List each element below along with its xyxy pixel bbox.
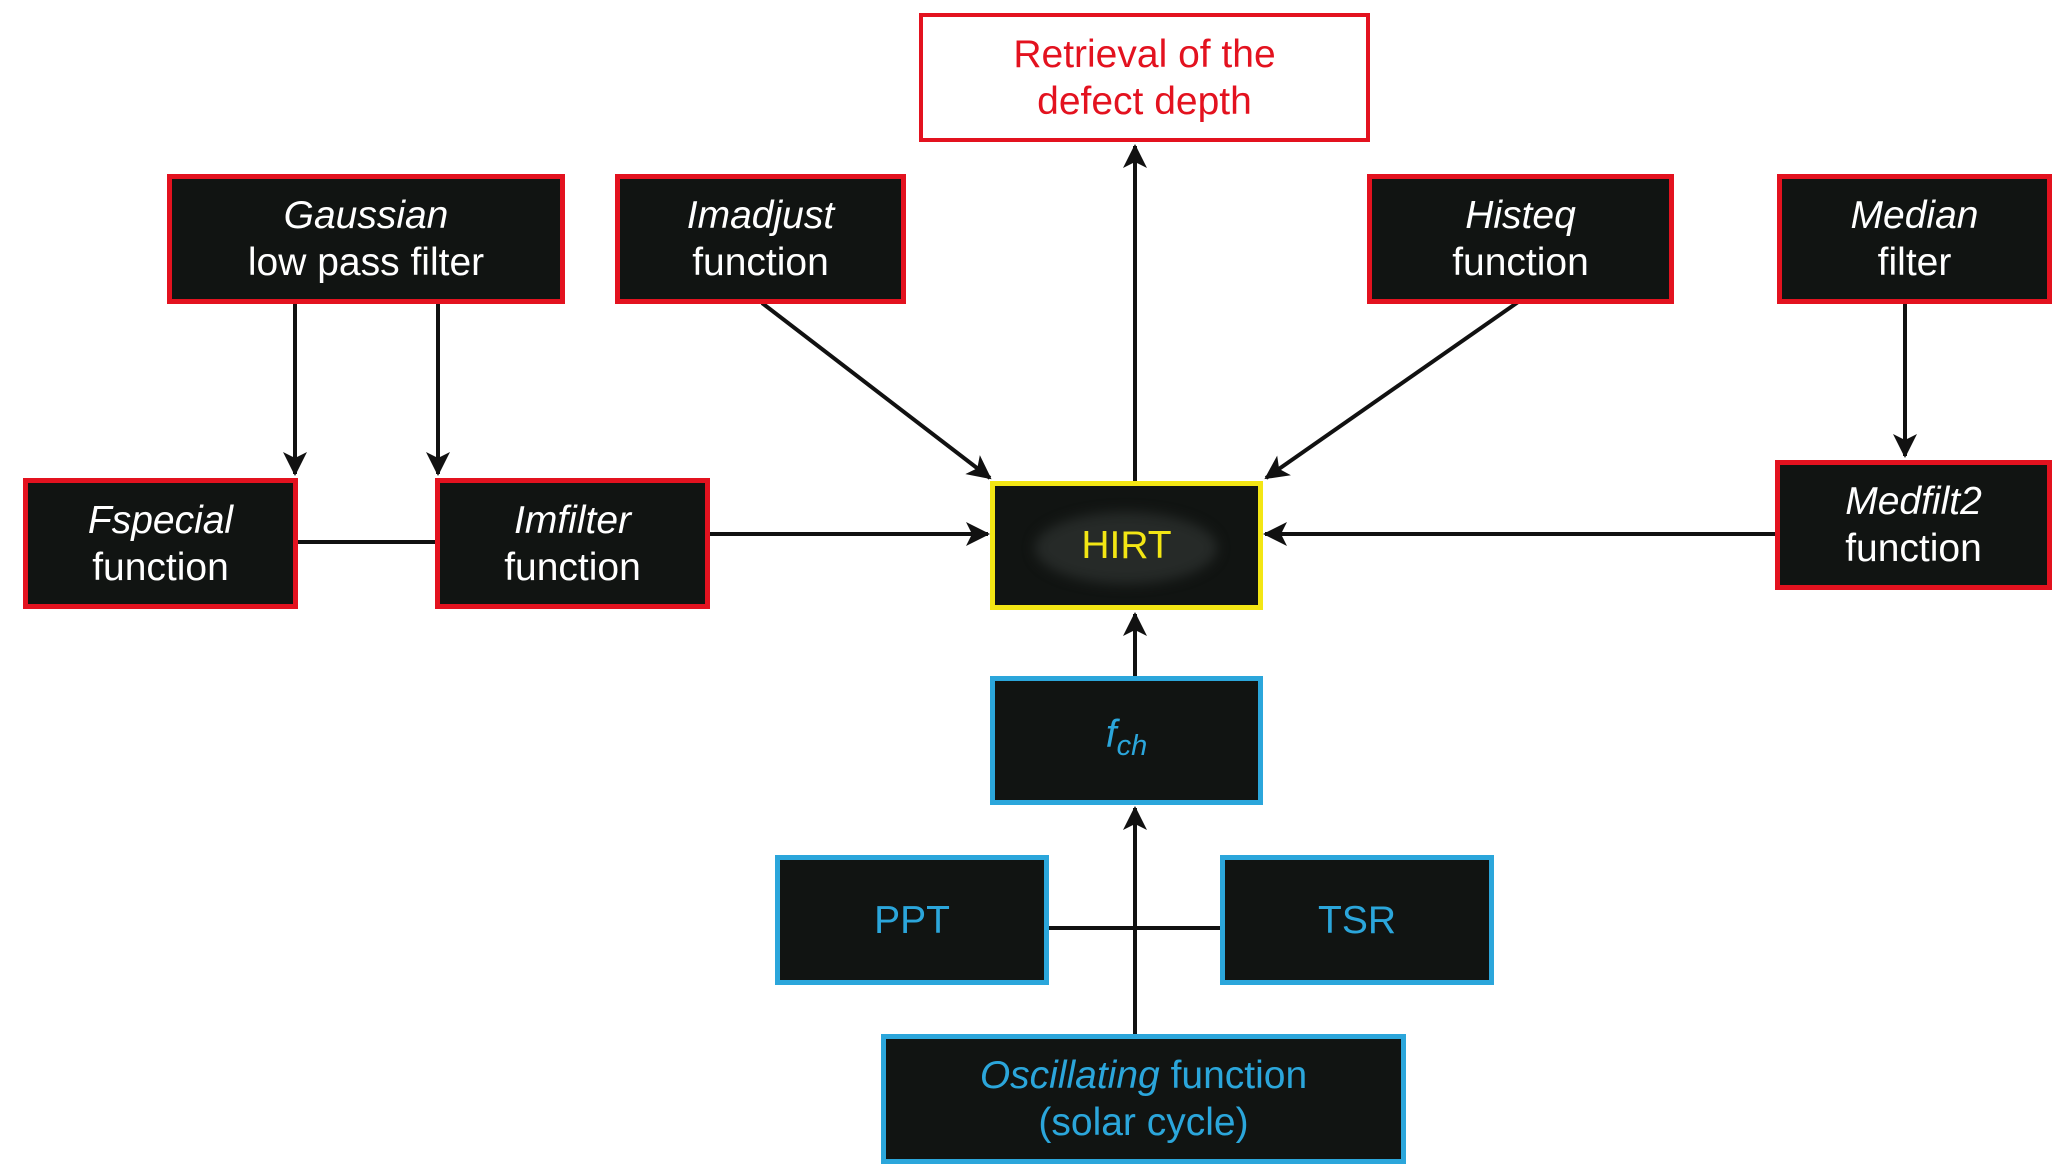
fspecial-node: Fspecial function <box>23 478 298 609</box>
histeq-line1: Histeq <box>1465 194 1576 237</box>
medfilt2-node: Medfilt2 function <box>1775 460 2052 590</box>
fspecial-line2: function <box>92 545 229 589</box>
retrieval-node: Retrieval of the defect depth <box>919 13 1370 142</box>
hirt-glow <box>1035 512 1217 584</box>
ppt-node: PPT <box>775 855 1049 985</box>
oscillating-italic: Oscillating <box>979 1054 1160 1097</box>
arrow-imadjust-to-hirt <box>760 301 992 480</box>
fch-base: f <box>1105 713 1117 756</box>
gaussian-line2: low pass filter <box>247 241 485 284</box>
fch-subscript: ch <box>1116 730 1148 762</box>
imfilter-node: Imfilter function <box>435 478 710 609</box>
gaussian-node: Gaussian low pass filter <box>167 174 565 304</box>
imadjust-line1: Imadjust <box>686 194 835 237</box>
oscillating-rest: function <box>1159 1054 1308 1097</box>
imadjust-node: Imadjust function <box>615 174 906 304</box>
histeq-node: Histeq function <box>1367 174 1674 304</box>
fspecial-line1: Fspecial <box>87 498 234 542</box>
median-line2: filter <box>1877 241 1952 284</box>
retrieval-line2: defect depth <box>1037 79 1252 123</box>
oscillating-line2: (solar cycle) <box>1038 1101 1249 1144</box>
imfilter-line1: Imfilter <box>514 498 631 542</box>
arrow-histeq-to-hirt <box>1264 298 1523 480</box>
hirt-node: HIRT <box>990 481 1263 610</box>
retrieval-line1: Retrieval of the <box>1013 32 1276 76</box>
medfilt2-line2: function <box>1845 527 1982 570</box>
histeq-line2: function <box>1452 241 1589 284</box>
median-line1: Median <box>1850 194 1979 237</box>
oscillating-line1: Oscillating function <box>980 1052 1307 1099</box>
hirt-label: HIRT <box>1081 524 1172 567</box>
gaussian-line1: Gaussian <box>283 194 449 237</box>
medfilt2-line1: Medfilt2 <box>1845 480 1982 523</box>
fch-label: fch <box>1106 711 1147 770</box>
tsr-node: TSR <box>1220 855 1494 985</box>
median-node: Median filter <box>1777 174 2052 304</box>
imfilter-line2: function <box>504 545 641 589</box>
ppt-label: PPT <box>874 898 950 942</box>
fch-node: fch <box>990 676 1263 805</box>
imadjust-line2: function <box>692 241 829 284</box>
tsr-label: TSR <box>1318 898 1396 942</box>
oscillating-node: Oscillating function (solar cycle) <box>881 1034 1406 1164</box>
